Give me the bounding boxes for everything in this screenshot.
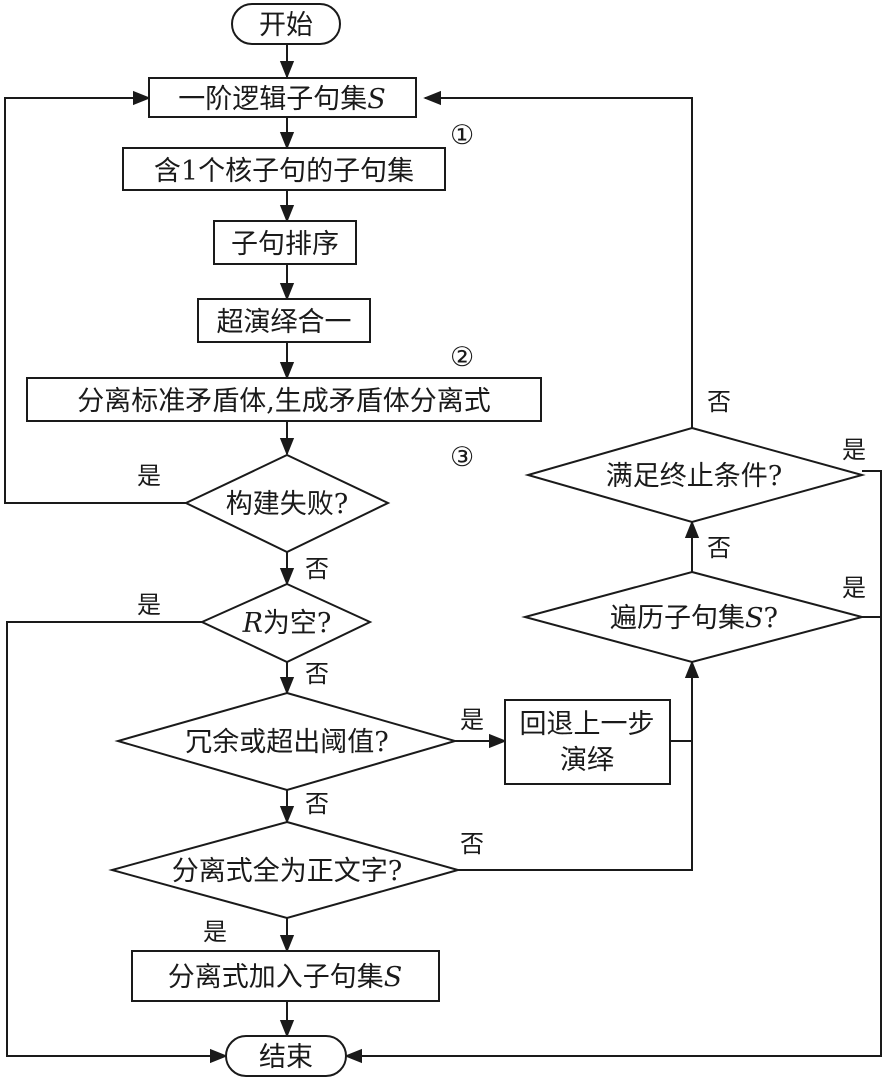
node-clause-set: 一阶逻辑子句集S [148, 77, 417, 118]
label-d6-yes: 是 [842, 436, 866, 464]
marker-2: ② [450, 342, 474, 373]
label-d2-no: 否 [305, 660, 329, 688]
label-d2-yes: 是 [137, 591, 161, 619]
decision-redundant-threshold-label: 冗余或超出阈值? [185, 727, 388, 758]
edge-d6-no [423, 90, 693, 428]
decision-build-failed-label: 构建失败? [226, 489, 348, 520]
decision-traverse-set-label: 遍历子句集S? [610, 603, 778, 634]
decision-termination-label: 满足终止条件? [606, 461, 782, 492]
node-clause-sort: 子句排序 [213, 220, 357, 265]
decision-all-positive-label: 分离式全为正文字? [172, 856, 402, 887]
node-start-label: 开始 [259, 10, 313, 41]
label-d5-no: 否 [707, 534, 731, 562]
label-d3-no: 否 [305, 790, 329, 818]
node-clause-sort-label: 子句排序 [231, 229, 339, 260]
edges [4, 44, 882, 1064]
node-nucleus-clause-set: 含1个核子句的子句集 [122, 147, 446, 191]
label-d1-no: 否 [305, 555, 329, 583]
label-d4-no: 否 [460, 830, 484, 858]
edge-back-d5 [670, 660, 700, 742]
node-hyper-deduction-label: 超演绎合一 [217, 307, 352, 338]
label-d4-yes: 是 [203, 918, 227, 946]
node-hyper-deduction: 超演绎合一 [197, 298, 371, 343]
decision-traverse-set: 遍历子句集S? [521, 570, 866, 664]
label-d6-no: 否 [707, 388, 731, 416]
label-d1-yes: 是 [137, 462, 161, 490]
node-end: 结束 [225, 1035, 347, 1077]
label-d3-yes: 是 [460, 706, 484, 734]
edge-d4-no [458, 741, 693, 871]
node-nucleus-clause-set-label: 含1个核子句的子句集 [154, 156, 414, 187]
decision-termination: 满足终止条件? [524, 426, 866, 524]
node-start: 开始 [231, 3, 341, 45]
node-contradiction-separation-label: 分离标准矛盾体,生成矛盾体分离式 [77, 386, 491, 417]
edge-labels: 是 否 是 否 是 否 是 否 是 否 是 否 [137, 388, 866, 946]
node-backtrack-line1: 回退上一步 [520, 709, 655, 740]
node-end-label: 结束 [259, 1042, 313, 1073]
node-clause-set-label: 一阶逻辑子句集S [178, 84, 386, 115]
decision-build-failed: 构建失败? [183, 453, 391, 554]
marker-3: ③ [450, 442, 474, 473]
edge-d1-yes [4, 90, 186, 504]
node-contradiction-separation: 分离标准矛盾体,生成矛盾体分离式 [26, 377, 542, 422]
decision-r-empty-label: R为空? [242, 608, 332, 639]
node-backtrack: 回退上一步 演绎 [504, 699, 671, 785]
decision-all-positive: 分离式全为正文字? [108, 820, 462, 920]
decision-redundant-threshold: 冗余或超出阈值? [114, 691, 459, 792]
label-d5-yes: 是 [842, 574, 866, 602]
node-add-to-clause-set: 分离式加入子句集S [131, 950, 440, 1002]
marker-1: ① [450, 120, 474, 151]
edge-d2-yes [6, 621, 228, 1064]
node-add-to-clause-set-label: 分离式加入子句集S [168, 962, 403, 993]
edge-d6-yes [344, 470, 882, 1064]
decision-r-empty: R为空? [199, 582, 373, 664]
node-backtrack-line2: 演绎 [560, 745, 614, 776]
